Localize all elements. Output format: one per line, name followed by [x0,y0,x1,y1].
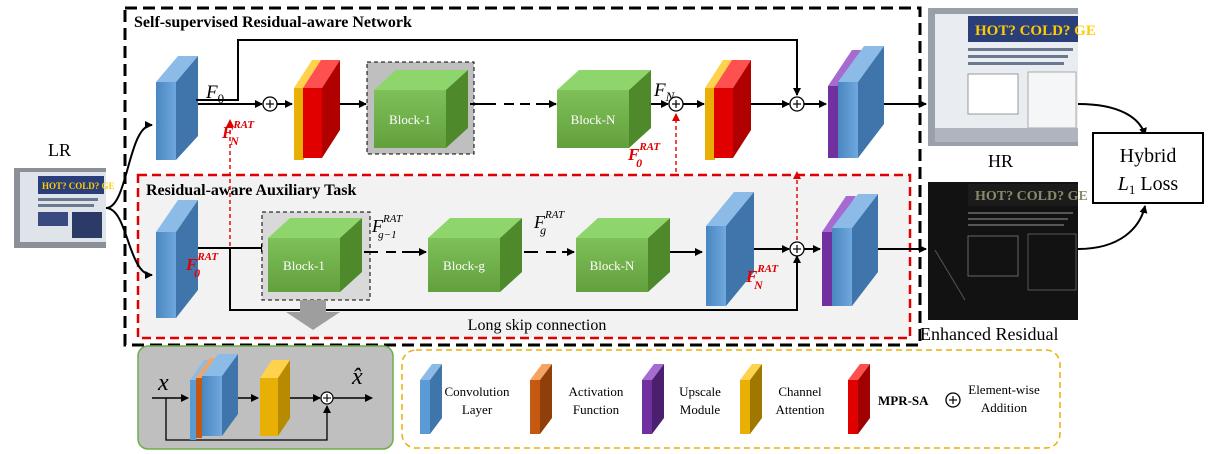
legend-conv-label-1: Convolution [444,384,510,399]
bottom-block-N [576,218,670,292]
detail-conv-act-conv [190,354,238,440]
legend-conv-swatch [420,364,442,434]
bottom-conv-layer [156,200,198,318]
add-node-top-1 [262,96,278,112]
hr-image: HOT? COLD? GE [928,8,1096,146]
legend-panel [401,349,1061,449]
detail-add-node [320,391,334,405]
lr-to-bottom-arrow [105,207,153,279]
residual-image-text: HOT? COLD? GE [975,189,1088,204]
legend-attention-swatch [740,364,762,434]
top-block1-label: Block-1 [389,112,431,127]
aux-task-frame [136,173,912,340]
legend-upscale-label-2: Module [680,402,721,417]
legend-add-label-1: Element-wise [968,382,1040,397]
add-node-bottom [789,241,805,257]
legend-add-icon [945,392,961,408]
hr-to-loss-arrow [1077,103,1147,136]
detail-skip-line [165,398,331,441]
f0-label: F0 [205,82,224,106]
add-node-top-3 [789,96,805,112]
add-node-top-2 [668,96,684,112]
top-blockN-label: Block-N [571,112,616,127]
block-input-x: x [157,370,169,396]
legend-attention-label-1: Channel [778,384,822,399]
lr-label: LR [48,140,71,160]
top-block-1 [374,70,468,148]
long-skip-label: Long skip connection [468,317,607,334]
lr-to-top-arrow [105,121,153,209]
residual-to-loss-arrow [1077,205,1148,250]
hybrid-loss-box [1092,132,1204,204]
bottom-block-1 [268,218,362,292]
legend-upscale-label-1: Upscale [679,384,721,399]
legend-upscale-swatch [642,364,664,434]
top-long-skip [196,39,801,101]
bottom-block1-label: Block-1 [283,258,325,273]
top-upscale-conv [828,46,884,158]
enhanced-residual-label: Enhanced Residual [920,324,1058,344]
lr-image-text: HOT? COLD? GE [42,181,115,191]
detail-channel-attention [260,360,290,436]
lr-image: HOT? COLD? GE [14,168,115,248]
legend-activation-swatch [530,364,552,434]
legend-conv-label-2: Layer [462,402,493,417]
bottom-block-g [428,218,522,292]
bottom-blockg-label: Block-g [443,258,485,273]
legend-attention-label-2: Attention [775,402,825,417]
legend-activation-label-2: Function [573,402,620,417]
block-output-xhat: x̂ [351,364,363,390]
bottom-blockN-label: Block-N [590,258,635,273]
enhanced-residual-image: HOT? COLD? GE [928,182,1088,320]
loss-label-1: Hybrid [1120,145,1177,167]
legend-activation-label-1: Activation [569,384,624,399]
network-title: Self-supervised Residual-aware Network [134,14,412,31]
hr-label: HR [988,151,1013,171]
legend-mprsa-swatch [848,364,870,434]
loss-label-2: L1 Loss [1117,173,1179,197]
legend-mprsa-label: MPR-SA [878,393,929,408]
top-attention-mprsa-1 [294,60,340,160]
top-block-N [557,70,651,148]
legend-add-label-2: Addition [981,400,1028,415]
hr-image-text: HOT? COLD? GE [975,23,1096,39]
aux-task-title: Residual-aware Auxiliary Task [146,182,357,199]
detail-down-arrow [286,300,340,330]
top-conv-layer [156,56,198,160]
top-attention-mprsa-2 [705,60,751,160]
long-skip-connection [229,248,801,311]
bottom-upscale-conv [822,194,878,306]
bottom-conv-layer-2 [706,192,754,306]
